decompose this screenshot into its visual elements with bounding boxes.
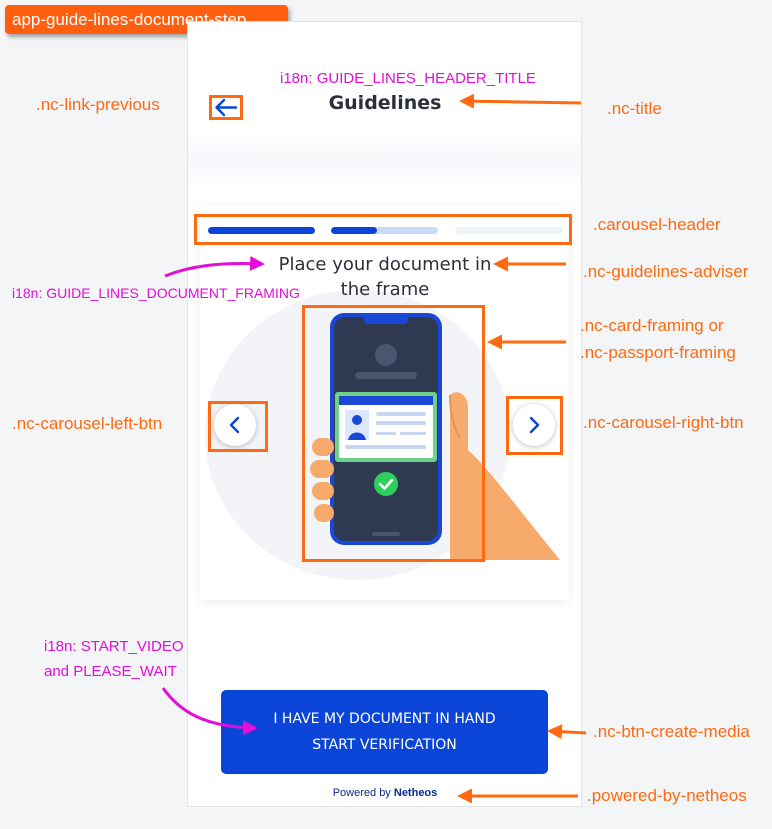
i18n-adviser-key: i18n: GUIDE_LINES_DOCUMENT_FRAMING bbox=[12, 285, 300, 301]
highlight-carousel-header bbox=[194, 214, 572, 245]
label-btn-create-media: .nc-btn-create-media bbox=[593, 722, 750, 741]
label-guidelines-adviser: .nc-guidelines-adviser bbox=[583, 262, 749, 281]
label-card-framing: .nc-card-framing or bbox=[580, 316, 724, 335]
label-powered-by: .powered-by-netheos bbox=[587, 786, 747, 805]
label-carousel-right-btn: .nc-carousel-right-btn bbox=[583, 413, 744, 432]
guidelines-adviser: Place your document in the frame bbox=[270, 252, 500, 302]
label-link-previous: .nc-link-previous bbox=[36, 95, 160, 114]
arrow-create-media bbox=[547, 724, 587, 740]
adviser-line-1: Place your document in bbox=[278, 254, 492, 275]
arrow-left-icon bbox=[215, 98, 238, 117]
back-link[interactable] bbox=[213, 98, 239, 117]
label-passport-framing: .nc-passport-framing bbox=[580, 343, 736, 362]
document-framing-illustration bbox=[310, 313, 560, 560]
header-divider bbox=[188, 130, 581, 190]
cta-line-2: START VERIFICATION bbox=[312, 737, 457, 753]
hand-shape bbox=[450, 392, 560, 560]
carousel-right-button[interactable] bbox=[513, 404, 555, 446]
id-card-icon bbox=[335, 392, 437, 462]
chevron-left-icon bbox=[229, 416, 240, 434]
label-carousel-left-btn: .nc-carousel-left-btn bbox=[12, 414, 163, 433]
highlight-left-btn bbox=[208, 401, 268, 452]
chevron-right-icon bbox=[529, 416, 540, 434]
powered-brand: Netheos bbox=[393, 787, 438, 799]
i18n-please-wait: and PLEASE_WAIT bbox=[44, 663, 177, 680]
highlight-link-previous bbox=[209, 95, 243, 120]
highlight-right-btn bbox=[506, 396, 563, 455]
cta-line-1: I HAVE MY DOCUMENT IN HAND bbox=[273, 711, 496, 727]
highlight-card-framing bbox=[302, 305, 485, 562]
progress-step-2 bbox=[331, 227, 438, 234]
progress-step-1 bbox=[208, 227, 315, 234]
adviser-line-2: the frame bbox=[340, 279, 430, 300]
label-title: .nc-title bbox=[607, 99, 662, 118]
powered-prefix: Powered by bbox=[332, 787, 391, 799]
label-carousel-header: .carousel-header bbox=[593, 215, 721, 234]
carousel-left-button[interactable] bbox=[214, 404, 256, 446]
arrow-title bbox=[459, 93, 582, 109]
i18n-title-key: i18n: GUIDE_LINES_HEADER_TITLE bbox=[280, 70, 536, 87]
progress-step-3 bbox=[455, 227, 563, 234]
powered-by-netheos[interactable]: Powered by Netheos bbox=[300, 787, 470, 799]
arrow-i18n-cta bbox=[161, 687, 258, 736]
arrow-i18n-adviser bbox=[164, 255, 265, 278]
create-media-button[interactable]: I HAVE MY DOCUMENT IN HAND START VERIFIC… bbox=[221, 690, 548, 774]
check-icon bbox=[374, 472, 398, 496]
i18n-start-video: i18n: START_VIDEO bbox=[44, 638, 184, 655]
page-title: Guidelines bbox=[328, 92, 442, 114]
